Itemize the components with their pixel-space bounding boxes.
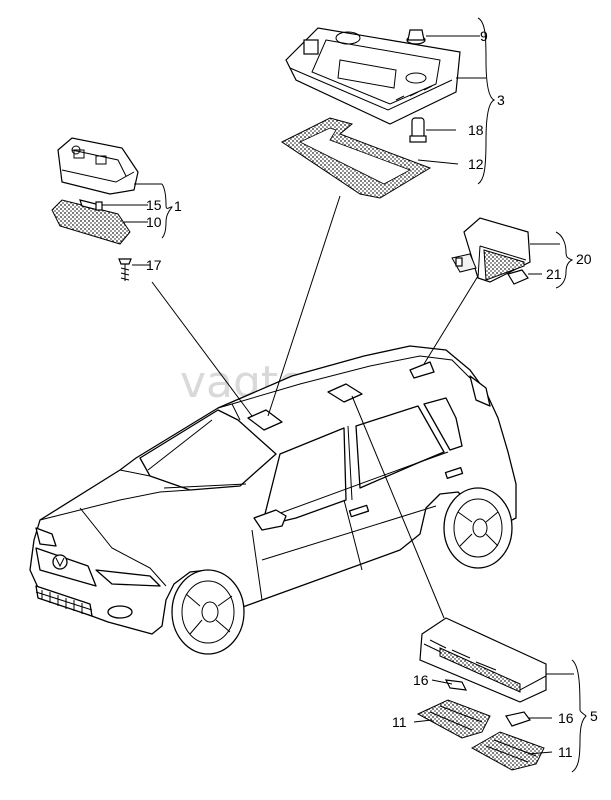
callout-12: 12: [468, 156, 484, 172]
bulb-16-left: [444, 679, 468, 691]
callout-20: 20: [576, 251, 592, 267]
bulb-15: [79, 199, 103, 211]
leaders-group-5: [413, 659, 587, 773]
callout-labels: 1 15 10 17 9 3 18 12 20 21 16 5 11 16 11: [146, 28, 598, 760]
rear-reading-light-assembly: [419, 617, 547, 703]
callout-11-right: 11: [558, 744, 573, 760]
bulb-18: [409, 117, 427, 143]
screw-17: [118, 258, 132, 281]
callout-16-right: 16: [558, 710, 574, 726]
callout-3: 3: [497, 92, 505, 108]
clip-9: [406, 29, 426, 45]
callout-21: 21: [546, 266, 562, 282]
callout-5: 5: [590, 708, 598, 724]
callout-9: 9: [480, 28, 488, 44]
roof-marker-rear: [409, 361, 435, 379]
bulb-21: [507, 269, 529, 285]
seal-12: [281, 117, 432, 199]
callout-17: 17: [146, 257, 162, 273]
lens-11-right: [470, 731, 545, 771]
callout-1: 1: [174, 198, 182, 214]
callout-18: 18: [468, 122, 484, 138]
callout-11-left: 11: [392, 714, 407, 730]
leaders-group-1: [102, 183, 173, 266]
callout-10: 10: [146, 214, 162, 230]
luggage-light-assembly: [451, 217, 531, 283]
roof-marker-front: [247, 409, 283, 431]
front-interior-light-assembly: [57, 137, 139, 195]
lens-10: [51, 199, 131, 245]
callout-15: 15: [146, 197, 162, 213]
car-illustration: [29, 345, 517, 655]
roof-console-assembly: [285, 27, 461, 125]
leaders-to-car: [151, 195, 479, 619]
bulb-16-right: [505, 711, 531, 727]
roof-marker-mid: [327, 383, 363, 403]
leaders-group-3: [417, 17, 496, 185]
lens-11-left: [416, 699, 491, 739]
callout-16-left: 16: [413, 672, 429, 688]
leaders-group-20: [528, 231, 574, 289]
